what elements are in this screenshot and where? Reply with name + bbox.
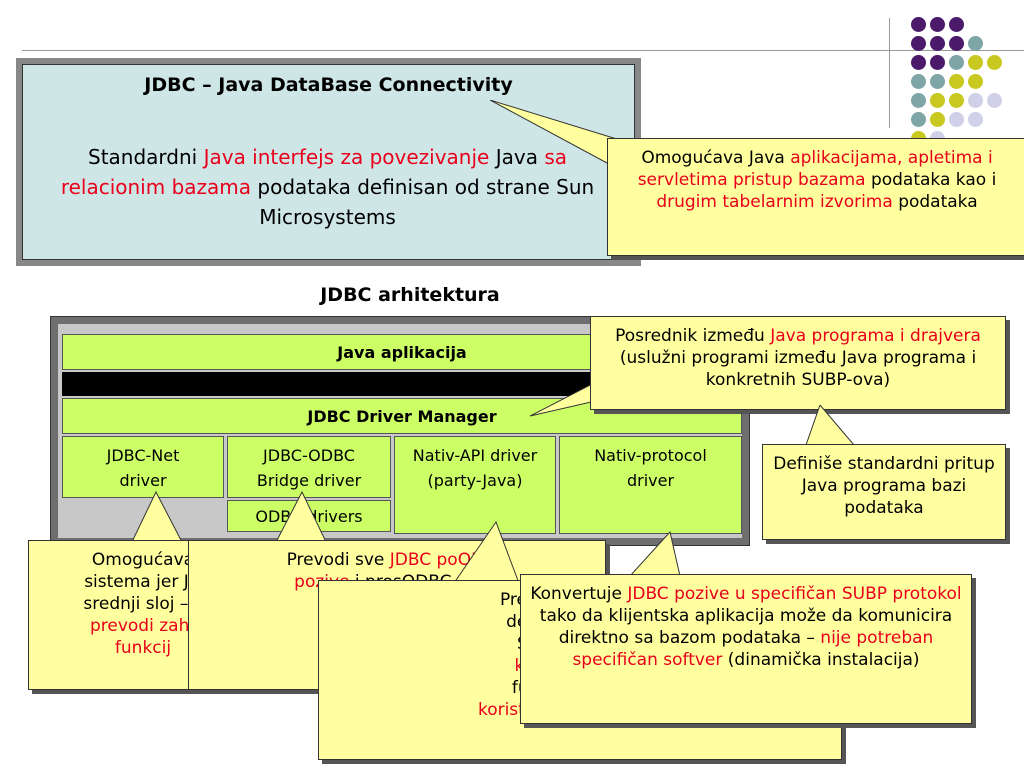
dot xyxy=(968,74,983,89)
callout-2: Posrednik između Java programa i drajver… xyxy=(590,316,1006,410)
text-fragment: Standardni xyxy=(88,145,204,169)
text-fragment: Java interfejs za povezivanje xyxy=(203,145,490,169)
text-fragment: srednji sloj – s xyxy=(83,594,203,614)
dot xyxy=(949,17,964,32)
dot xyxy=(911,36,926,51)
dot xyxy=(930,36,945,51)
dot xyxy=(930,17,945,32)
text-fragment: JDBC po xyxy=(389,550,458,570)
definition-box-inner xyxy=(22,64,635,260)
text-fragment: podataka definisan od strane Sun Microsy… xyxy=(251,175,595,229)
dot xyxy=(968,112,983,127)
dot xyxy=(930,74,945,89)
dot xyxy=(911,112,926,127)
driver-native-api: Nativ-API driver (party-Java) xyxy=(394,436,556,534)
callout-3: Definiše standardni pritup Java programa… xyxy=(762,444,1006,540)
text-fragment: Java xyxy=(489,145,545,169)
text-fragment: Konvertuje xyxy=(530,584,628,604)
text-fragment: sistema jer JD xyxy=(84,572,202,592)
text-fragment: aplikacijama, apletima i servletima pris… xyxy=(637,148,993,190)
text-fragment: Omogućava xyxy=(91,550,195,570)
dot xyxy=(987,93,1002,108)
driver-jdbc-net: JDBC-Net driver xyxy=(62,436,224,498)
text-fragment: podataka xyxy=(892,192,978,212)
dot xyxy=(930,112,945,127)
text-fragment: (dinamička instalacija) xyxy=(722,650,920,670)
dot xyxy=(949,93,964,108)
dot xyxy=(968,36,983,51)
top-rule xyxy=(22,50,1024,51)
dot xyxy=(911,55,926,70)
text-fragment: JDBC pozive u specifičan SUBP protokol xyxy=(627,584,962,604)
dot xyxy=(949,112,964,127)
text-fragment: Prevodi sve xyxy=(286,550,390,570)
callout-7-tail xyxy=(628,530,681,577)
dot xyxy=(930,55,945,70)
text-fragment: tako da klijentska aplikacija može da ko… xyxy=(539,606,953,648)
dot xyxy=(987,55,1002,70)
dot xyxy=(911,93,926,108)
text-fragment: Definiše standardni pritup Java programa… xyxy=(773,454,995,518)
dot xyxy=(949,55,964,70)
text-fragment: Omogućava Java xyxy=(641,148,791,168)
definition-text: Standardni Java interfejs za povezivanje… xyxy=(40,142,615,232)
callout-1: Omogućava Java aplikacijama, apletima i … xyxy=(607,138,1024,256)
text-fragment: prevodi zaht xyxy=(89,616,197,636)
text-fragment: podataka kao i xyxy=(865,170,997,190)
text-fragment: Java programa i drajvera xyxy=(770,326,981,346)
vertical-rule xyxy=(889,18,890,128)
dot xyxy=(930,93,945,108)
dot xyxy=(949,36,964,51)
dot xyxy=(968,93,983,108)
text-fragment: Posrednik između xyxy=(615,326,771,346)
text-fragment: funkcij xyxy=(114,638,172,658)
text-fragment: sa relacionim bazama xyxy=(60,145,567,199)
dot xyxy=(911,17,926,32)
dot xyxy=(949,74,964,89)
section-title: JDBC arhitektura xyxy=(320,284,500,306)
driver-native-protocol: Nativ-protocol driver xyxy=(559,436,742,534)
dot xyxy=(911,74,926,89)
text-fragment: (uslužni programi između Java programa i… xyxy=(619,348,977,390)
dot xyxy=(968,55,983,70)
text-fragment: nije potreban specifičan softver xyxy=(572,628,934,670)
definition-title: JDBC – Java DataBase Connectivity xyxy=(144,74,513,96)
callout-7: Konvertuje JDBC pozive u specifičan SUBP… xyxy=(520,574,972,724)
definition-box xyxy=(16,58,641,266)
callout-3-tail xyxy=(805,405,856,446)
driver-jdbc-odbc-bridge: JDBC-ODBC Bridge driver xyxy=(227,436,391,498)
text-fragment: drugim tabelarnim izvorima xyxy=(656,192,893,212)
